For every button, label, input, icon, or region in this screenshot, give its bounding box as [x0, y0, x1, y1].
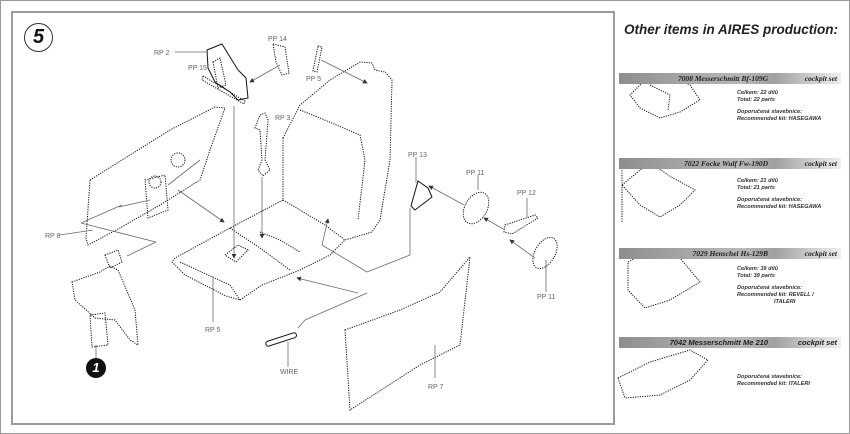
- product-title: 7008 Messerschmitt Bf-109G: [678, 74, 768, 83]
- part-pp14: [272, 43, 290, 76]
- sidebar-title: Other items in AIRES production:: [624, 22, 839, 37]
- label-rp8: RP 8: [45, 233, 61, 240]
- label-rp2: RP 2: [154, 50, 170, 57]
- label-rp3: RP 3: [275, 115, 291, 122]
- label-pp13: PP 13: [408, 152, 427, 159]
- part-wire: [265, 332, 297, 347]
- product-kind: cockpit set: [804, 159, 837, 168]
- product-kind: cockpit set: [797, 338, 837, 347]
- step-number: 5: [24, 23, 53, 52]
- label-pp14: PP 14: [268, 36, 287, 43]
- part-pp13: [410, 180, 433, 211]
- product-info: Doporučená stavebnice: Recommended kit: …: [737, 374, 810, 387]
- product-info: Celkem: 39 dílů Total: 39 parts Doporuče…: [737, 266, 814, 305]
- product-info: Celkem: 21 dílů Total: 21 parts Doporuče…: [737, 178, 822, 210]
- part-rp3-stick: [254, 112, 271, 177]
- product-7008: 7008 Messerschmitt Bf-109G cockpit set C…: [619, 73, 841, 122]
- product-kind: cockpit set: [804, 74, 837, 83]
- label-pp11-bottom: PP 11: [537, 294, 556, 301]
- product-info: Celkem: 22 dílů Total: 22 parts Doporuče…: [737, 90, 822, 122]
- thumb-7022: [621, 161, 696, 222]
- product-header-bar: 7022 Focke Wulf Fw-190D cockpit set: [619, 158, 841, 169]
- label-pp15: PP 15: [188, 65, 207, 72]
- product-title: 7022 Focke Wulf Fw-190D: [684, 159, 768, 168]
- product-title: 7029 Henschel Hs-129B: [692, 249, 768, 258]
- label-pp12: PP 12: [517, 190, 536, 197]
- part-pp11-wheel-top: [462, 191, 490, 225]
- product-title: 7042 Messerschmitt Me 210: [669, 338, 768, 347]
- part-pp11-wheel-bottom: [532, 236, 558, 270]
- assembly-diagram-panel: [11, 11, 615, 425]
- part-rp8-instrument-panel: [85, 106, 226, 246]
- label-rp7: RP 7: [428, 384, 444, 391]
- label-pp5: PP 5: [306, 76, 321, 83]
- product-7042: 7042 Messerschmitt Me 210 cockpit set Do…: [619, 337, 841, 387]
- part-rp5-seat: [171, 61, 393, 301]
- label-rp5: RP 5: [205, 327, 221, 334]
- part-rp7-plate: [344, 255, 471, 411]
- part-side-console: [71, 249, 139, 348]
- product-7029: 7029 Henschel Hs-129B cockpit set Celkem…: [619, 248, 841, 305]
- part-pp5: [312, 45, 323, 73]
- product-7022: 7022 Focke Wulf Fw-190D cockpit set Celk…: [619, 158, 841, 210]
- part-rp2-headrest: [201, 43, 249, 105]
- product-kind: cockpit set: [804, 249, 837, 258]
- thumb-7042: [617, 349, 709, 399]
- product-header-bar: 7008 Messerschmitt Bf-109G cockpit set: [619, 73, 841, 84]
- product-header-bar: 7029 Henschel Hs-129B cockpit set: [619, 248, 841, 259]
- label-wire: WIRE: [280, 369, 299, 376]
- leader-lines: [59, 51, 547, 378]
- callout-number: 1: [86, 358, 106, 378]
- part-pp12: [503, 214, 539, 235]
- product-header-bar: 7042 Messerschmitt Me 210 cockpit set: [619, 337, 841, 348]
- label-pp11-top: PP 11: [466, 170, 485, 177]
